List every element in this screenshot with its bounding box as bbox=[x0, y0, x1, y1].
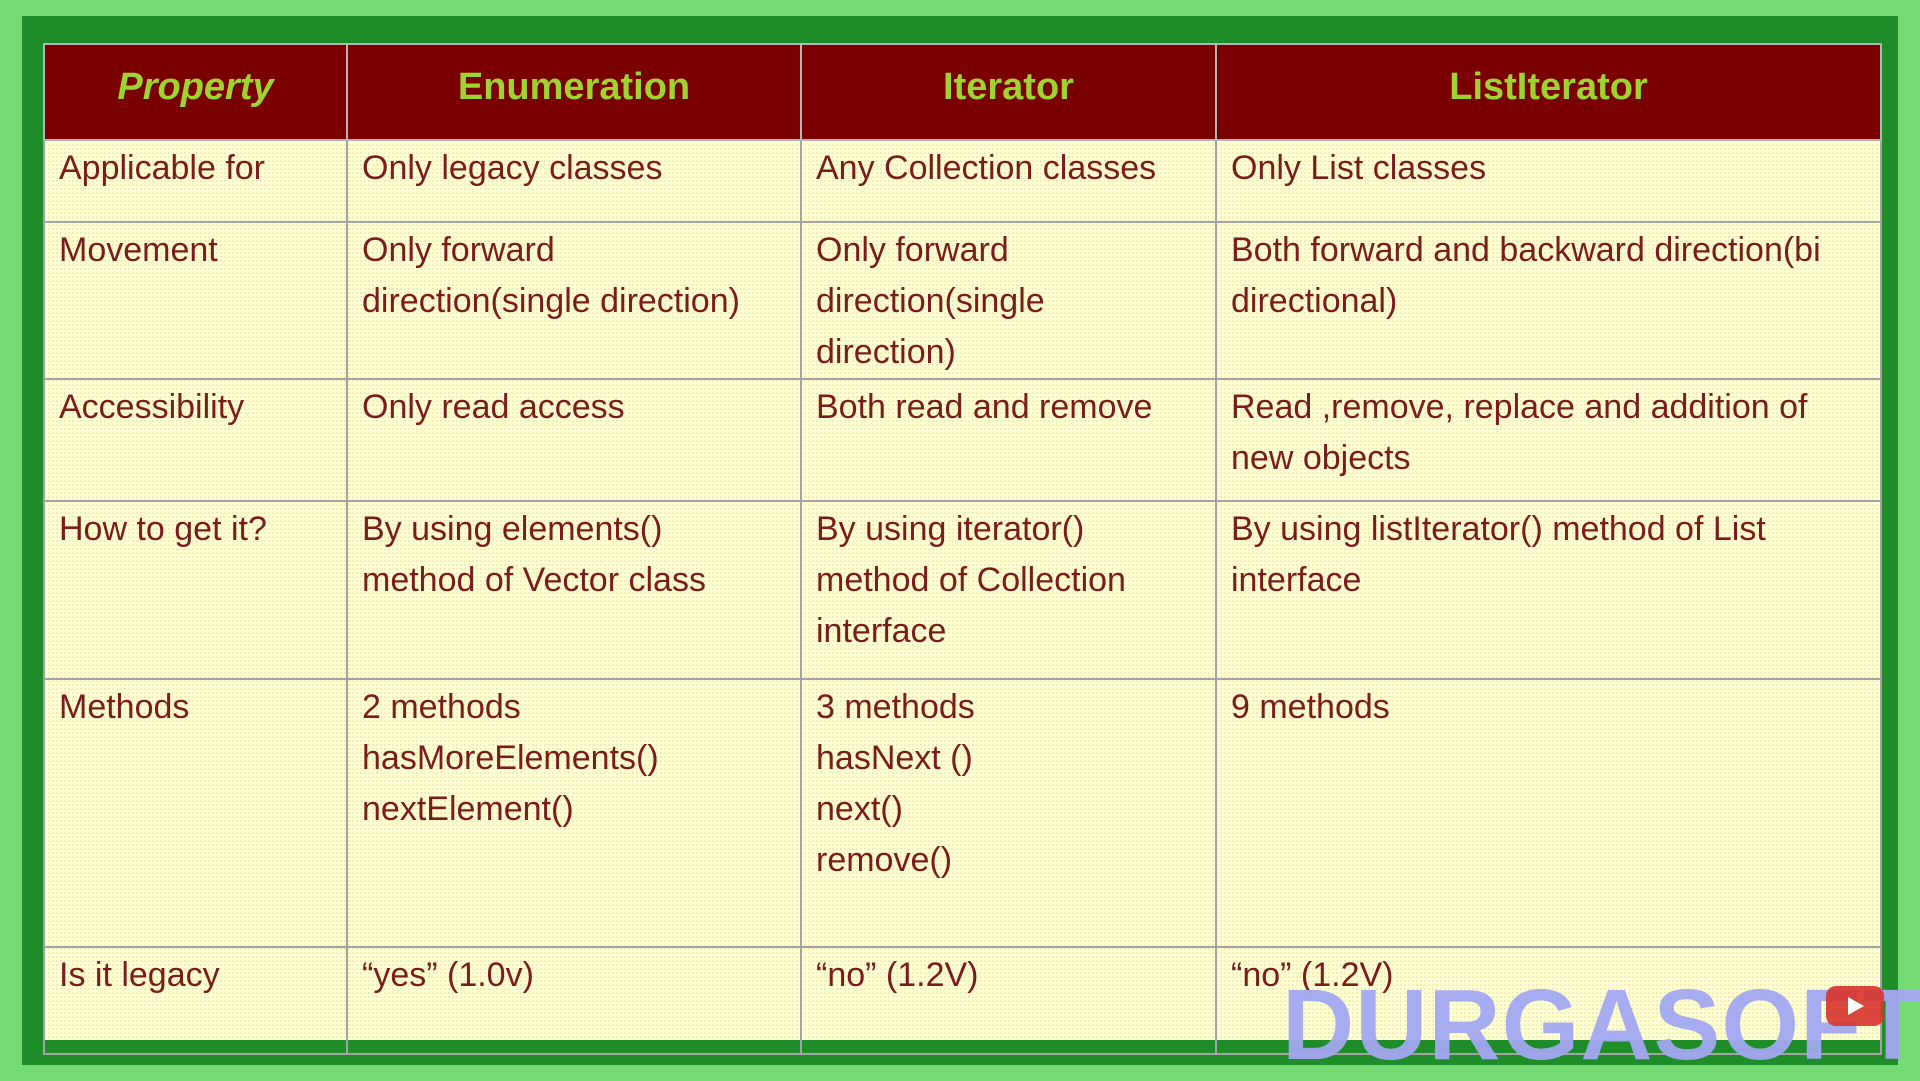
comparison-table: Property Enumeration Iterator ListIterat… bbox=[43, 43, 1882, 1055]
enumeration-cell: By using elements() method of Vector cla… bbox=[346, 500, 802, 680]
table-row: Accessibility Only read access Both read… bbox=[43, 378, 1882, 502]
comparison-slide: Property Enumeration Iterator ListIterat… bbox=[43, 43, 1882, 1055]
iterator-cell: Both read and remove bbox=[800, 378, 1217, 502]
listiterator-cell: Only List classes bbox=[1215, 139, 1882, 223]
enumeration-cell: “yes” (1.0v) bbox=[346, 946, 802, 1055]
iterator-cell: Any Collection classes bbox=[800, 139, 1217, 223]
property-cell: Methods bbox=[43, 678, 348, 948]
youtube-play-icon[interactable] bbox=[1826, 986, 1884, 1026]
listiterator-cell: 9 methods bbox=[1215, 678, 1882, 948]
header-row: Property Enumeration Iterator ListIterat… bbox=[43, 43, 1882, 141]
property-cell: Movement bbox=[43, 221, 348, 380]
listiterator-cell: Both forward and backward direction(bi d… bbox=[1215, 221, 1882, 380]
table-row: Is it legacy “yes” (1.0v) “no” (1.2V) “n… bbox=[43, 946, 1882, 1055]
listiterator-cell: Read ,remove, replace and addition of ne… bbox=[1215, 378, 1882, 502]
iterator-cell: 3 methods hasNext () next() remove() bbox=[800, 678, 1217, 948]
table-row: Movement Only forward direction(single d… bbox=[43, 221, 1882, 380]
property-cell: Applicable for bbox=[43, 139, 348, 223]
header-listiterator: ListIterator bbox=[1215, 43, 1882, 141]
enumeration-cell: Only legacy classes bbox=[346, 139, 802, 223]
iterator-cell: “no” (1.2V) bbox=[800, 946, 1217, 1055]
enumeration-cell: Only read access bbox=[346, 378, 802, 502]
property-cell: Is it legacy bbox=[43, 946, 348, 1055]
header-property: Property bbox=[43, 43, 348, 141]
iterator-cell: Only forward direction(single direction) bbox=[800, 221, 1217, 380]
table-row: Applicable for Only legacy classes Any C… bbox=[43, 139, 1882, 223]
property-cell: How to get it? bbox=[43, 500, 348, 680]
header-enumeration: Enumeration bbox=[346, 43, 802, 141]
header-iterator: Iterator bbox=[800, 43, 1217, 141]
property-cell: Accessibility bbox=[43, 378, 348, 502]
listiterator-cell: By using listIterator() method of List i… bbox=[1215, 500, 1882, 680]
table-row: Methods 2 methods hasMoreElements() next… bbox=[43, 678, 1882, 948]
listiterator-cell: “no” (1.2V) bbox=[1215, 946, 1882, 1055]
table-row: How to get it? By using elements() metho… bbox=[43, 500, 1882, 680]
durgasoft-watermark: DURGASOFT bbox=[1282, 969, 1920, 1081]
enumeration-cell: 2 methods hasMoreElements() nextElement(… bbox=[346, 678, 802, 948]
iterator-cell: By using iterator() method of Collection… bbox=[800, 500, 1217, 680]
enumeration-cell: Only forward direction(single direction) bbox=[346, 221, 802, 380]
